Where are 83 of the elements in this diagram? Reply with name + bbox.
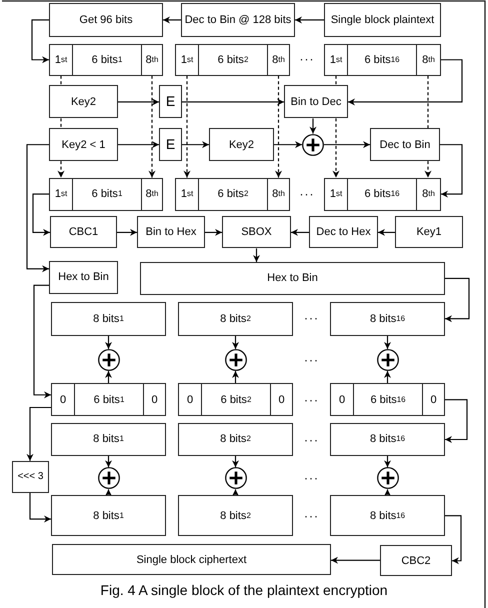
process-box: Key2 < 1 [49, 128, 118, 162]
ellipsis-mark: ··· [304, 472, 319, 484]
bit-field: 0 [422, 383, 445, 416]
process-box: Bin to Hex [137, 216, 205, 248]
process-box: Key2 [209, 128, 274, 162]
arrow [232, 336, 239, 349]
arrow [26, 406, 51, 461]
process-box: SBOX [222, 216, 291, 248]
arrow [384, 336, 391, 349]
arrow [295, 16, 324, 24]
dashed-line [60, 118, 62, 128]
arrow [445, 515, 462, 564]
arrow [232, 370, 239, 384]
arrow [118, 141, 159, 148]
arrow [348, 59, 463, 106]
process-box: Single block plaintext [324, 3, 441, 37]
arrow [324, 141, 370, 148]
bit-field: 0 [51, 383, 75, 416]
arrow [118, 98, 159, 106]
process-box: E [159, 85, 182, 118]
dashed-arrow [424, 161, 432, 178]
process-box: Get 96 bits [49, 3, 163, 37]
ellipsis-mark: ··· [300, 188, 314, 200]
arrow [384, 456, 391, 468]
ellipsis-mark: ··· [304, 510, 319, 522]
dashed-arrow [184, 76, 190, 178]
arrow [331, 556, 380, 564]
dashed-arrow [332, 118, 340, 178]
dashed-line [60, 76, 62, 86]
ellipsis-mark: ··· [304, 434, 319, 446]
process-box: <<< 3 [12, 460, 49, 493]
arrow [440, 144, 463, 198]
process-box: Single block ciphertext [52, 544, 331, 576]
dashed-arrow [275, 76, 282, 178]
process-box: CBC1 [50, 216, 117, 248]
dashed-arrow [58, 161, 64, 178]
bit-field: 0 [178, 383, 202, 416]
ellipsis-mark: ··· [304, 312, 319, 324]
arrow [445, 399, 468, 443]
arrow [117, 228, 137, 236]
arrow [29, 492, 51, 523]
ellipsis-mark: ··· [304, 394, 319, 406]
process-box: Hex to Bin [140, 262, 445, 295]
process-box: Dec to Hex [309, 216, 378, 248]
arrow [291, 228, 309, 236]
process-box: Dec to Bin [370, 128, 440, 162]
process-box: Key2 [49, 85, 118, 118]
ellipsis-mark: ··· [304, 354, 319, 366]
dashed-arrow [148, 76, 156, 178]
process-box: Key1 [395, 216, 463, 248]
dashed-line [427, 76, 429, 128]
arrow [205, 228, 222, 236]
arrow [182, 98, 284, 106]
arrow [32, 194, 50, 236]
arrow [105, 336, 112, 349]
arrow [105, 489, 112, 496]
ellipsis-mark: ··· [300, 53, 314, 66]
process-box: Hex to Bin [49, 261, 118, 294]
figure-caption: Fig. 4 A single block of the plaintext encryption [100, 582, 388, 598]
arrow [182, 141, 209, 148]
arrow [105, 370, 112, 384]
arrow [378, 228, 395, 236]
arrow [105, 456, 112, 468]
process-box: Bin to Dec [284, 85, 348, 118]
arrow [232, 489, 239, 496]
arrow [310, 118, 316, 134]
arrow [163, 16, 181, 24]
arrow [26, 144, 49, 272]
bit-field: 0 [330, 383, 354, 416]
arrow [274, 141, 302, 148]
arrow [31, 19, 49, 64]
process-box: CBC2 [380, 545, 452, 576]
process-box: Dec to Bin @ 128 bits [181, 3, 295, 37]
arrow [384, 489, 391, 496]
arrow [232, 456, 239, 468]
bit-field: 0 [143, 383, 166, 416]
arrow [33, 284, 51, 398]
arrow [253, 248, 260, 262]
arrow [445, 278, 470, 322]
process-box: E [159, 128, 182, 162]
arrow [384, 370, 391, 384]
dashed-line [335, 76, 337, 86]
bit-field: 0 [270, 383, 293, 416]
